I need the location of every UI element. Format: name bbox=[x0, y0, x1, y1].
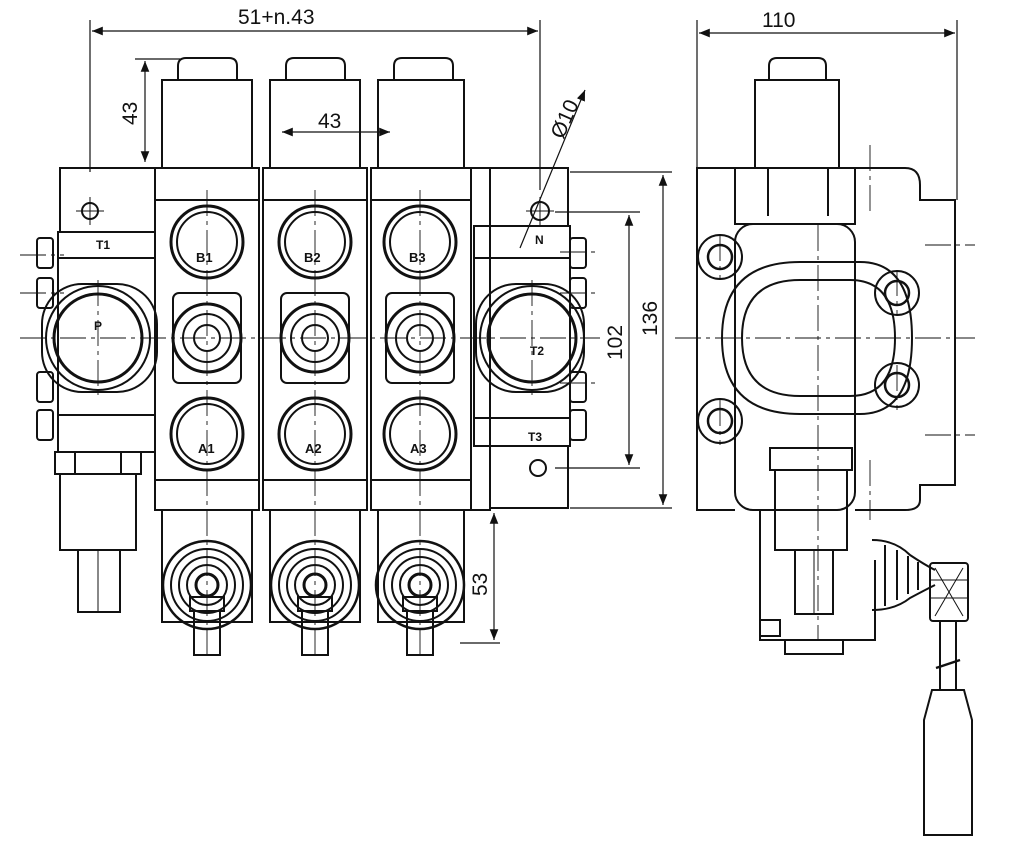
port-b2: B2 bbox=[304, 250, 321, 265]
dim-body-height: 136 bbox=[639, 301, 662, 336]
section-separators bbox=[258, 168, 372, 510]
dim-hole-spacing: 102 bbox=[604, 325, 627, 360]
outlet-section bbox=[471, 167, 587, 511]
dim-section-pitch: 43 bbox=[318, 110, 341, 133]
port-labels: T1 P N T2 T3 B1 B2 B3 A1 A2 A3 bbox=[94, 233, 544, 456]
port-p: P bbox=[94, 319, 102, 333]
port-t3: T3 bbox=[528, 430, 542, 444]
port-a2: A2 bbox=[305, 441, 322, 456]
port-t2: T2 bbox=[530, 344, 544, 358]
port-a1: A1 bbox=[198, 441, 215, 456]
port-b3: B3 bbox=[409, 250, 426, 265]
work-section-1 bbox=[154, 57, 260, 656]
dimension-lines bbox=[89, 20, 958, 644]
center-lines bbox=[20, 145, 975, 660]
port-a3: A3 bbox=[410, 441, 427, 456]
side-view bbox=[696, 57, 973, 836]
dim-hole-diameter: Ø10 bbox=[547, 96, 584, 142]
dimension-labels: 51+n.43 110 43 43 Ø10 102 136 53 bbox=[119, 6, 795, 596]
dim-lever-height: 53 bbox=[469, 573, 492, 596]
work-section-2 bbox=[262, 57, 368, 656]
port-t1: T1 bbox=[96, 238, 110, 252]
dim-total-width: 51+n.43 bbox=[238, 6, 315, 29]
port-b1: B1 bbox=[196, 250, 213, 265]
work-section-3 bbox=[370, 57, 472, 656]
port-n: N bbox=[535, 233, 544, 247]
inlet-section bbox=[36, 167, 158, 613]
dim-spool-cap-height: 43 bbox=[119, 102, 142, 125]
dim-side-width: 110 bbox=[762, 9, 795, 32]
